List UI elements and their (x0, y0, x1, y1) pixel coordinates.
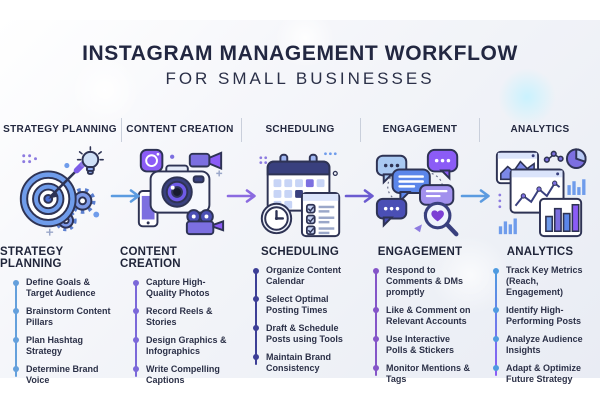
engagement-steps: Respond to Comments & DMs promptly Like … (364, 265, 476, 392)
workflow-step-item: Capture High-Quality Photos (133, 277, 234, 299)
header-divider (479, 118, 480, 142)
flow-arrow-icon (344, 189, 380, 203)
column-header-content-creation: CONTENT CREATION (126, 123, 234, 135)
header-divider (360, 118, 361, 142)
workflow-step-item: Design Graphics & Infographics (133, 335, 234, 357)
column-header-scheduling: SCHEDULING (265, 123, 335, 135)
page-title: INSTAGRAM MANAGEMENT WORKFLOW FOR SMALL … (0, 42, 600, 89)
column-title-engagement: ENGAGEMENT (377, 246, 463, 258)
column-scheduling: SCHEDULING (240, 116, 360, 393)
content-creation-steps: Capture High-Quality Photos Record Reels… (124, 277, 236, 393)
workflow-step-item: Brainstorm Content Pillars (13, 306, 114, 328)
flow-arrow-icon (460, 189, 496, 203)
column-content-creation: CONTENT CREATION (120, 116, 240, 393)
workflow-step-item: Define Goals & Target Audience (13, 277, 114, 299)
camera-content-icon (128, 142, 232, 244)
header-divider (121, 118, 122, 142)
scheduling-steps: Organize Content Calendar Select Optimal… (244, 265, 356, 381)
column-strategy-planning: STRATEGY PLANNING (0, 116, 120, 393)
flow-arrow-icon (226, 189, 262, 203)
workflow-step-item: Monitor Mentions & Tags (373, 363, 474, 385)
workflow-step-item: Adapt & Optimize Future Strategy (493, 363, 594, 385)
workflow-step-item: Analyze Audience Insights (493, 334, 594, 356)
workflow-step-item: Maintain Brand Consistency (253, 352, 354, 374)
column-title-analytics: ANALYTICS (506, 246, 574, 258)
column-title-scheduling: SCHEDULING (260, 246, 340, 258)
chat-engagement-icon (368, 142, 472, 244)
column-title-content-creation: CONTENT CREATION (120, 246, 181, 270)
header-divider (241, 118, 242, 142)
workflow-step-item: Write Compelling Captions (133, 364, 234, 386)
workflow-columns: STRATEGY PLANNING (0, 116, 600, 393)
workflow-step-item: Determine Brand Voice (13, 364, 114, 386)
column-header-analytics: ANALYTICS (510, 123, 570, 135)
workflow-step-item: Track Key Metrics (Reach, Engagement) (493, 265, 594, 298)
target-strategy-icon (8, 142, 112, 244)
workflow-step-item: Record Reels & Stories (133, 306, 234, 328)
title-main: INSTAGRAM MANAGEMENT WORKFLOW (82, 42, 518, 65)
column-header-strategy-planning: STRATEGY PLANNING (3, 123, 117, 135)
workflow-step-item: Identify High-Performing Posts (493, 305, 594, 327)
column-analytics: ANALYTICS (480, 116, 600, 393)
workflow-step-item: Organize Content Calendar (253, 265, 354, 287)
flow-arrow-icon (110, 189, 146, 203)
charts-analytics-icon (488, 142, 592, 244)
calendar-schedule-icon (248, 142, 352, 244)
workflow-step-item: Use Interactive Polls & Stickers (373, 334, 474, 356)
workflow-step-item: Select Optimal Posting Times (253, 294, 354, 316)
title-subtitle: FOR SMALL BUSINESSES (165, 69, 435, 88)
column-engagement: ENGAGEMENT (360, 116, 480, 393)
workflow-step-item: Like & Comment on Relevant Accounts (373, 305, 474, 327)
analytics-steps: Track Key Metrics (Reach, Engagement) Id… (484, 265, 596, 392)
strategy-planning-steps: Define Goals & Target Audience Brainstor… (4, 277, 116, 393)
workflow-step-item: Respond to Comments & DMs promptly (373, 265, 474, 298)
column-title-strategy-planning: STRATEGY PLANNING (0, 246, 64, 270)
workflow-step-item: Plan Hashtag Strategy (13, 335, 114, 357)
column-header-engagement: ENGAGEMENT (382, 123, 458, 135)
workflow-step-item: Draft & Schedule Posts using Tools (253, 323, 354, 345)
